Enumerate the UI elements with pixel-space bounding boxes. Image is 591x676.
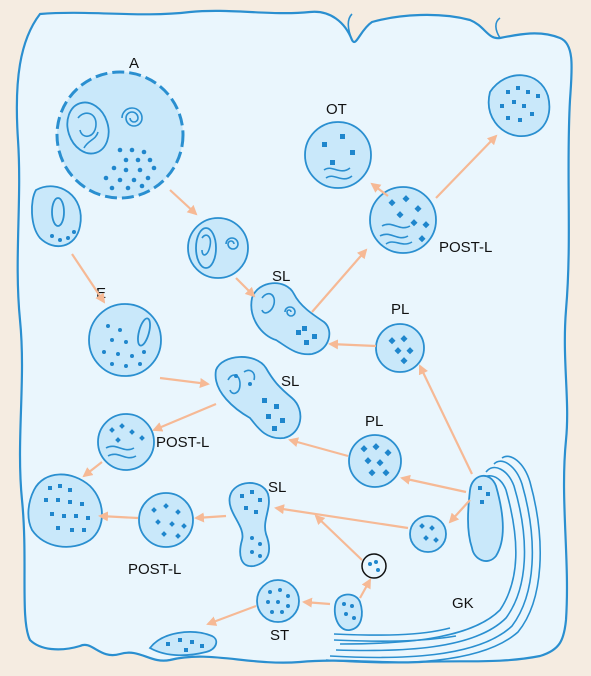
membrane-notch (496, 18, 500, 38)
label-OT: OT (326, 101, 347, 118)
vesicle-OT (305, 122, 371, 188)
vesicle-POST-L-top (370, 187, 436, 253)
membrane-pocket-top-right (489, 75, 550, 136)
label-SL-mid: SL (281, 373, 299, 390)
vesicle-PL-top (376, 324, 424, 372)
label-PL-mid: PL (365, 413, 383, 430)
vesicle-ST (257, 580, 299, 622)
vesicle-E (89, 304, 161, 376)
label-SL-top: SL (272, 268, 290, 285)
label-ST: ST (270, 627, 289, 644)
vesicle-gk-bud (335, 595, 362, 631)
vesicle-POST-L-bottom (139, 493, 193, 547)
autophagosome-mid (188, 218, 248, 278)
vesicle-small-right (410, 516, 446, 552)
label-A: A (129, 55, 139, 72)
label-POST-L-bottom: POST-L (128, 561, 181, 578)
vesicle-POST-L-left (98, 414, 154, 470)
vesicle-ringed (362, 554, 386, 578)
label-POST-L-left: POST-L (156, 434, 209, 451)
autophagosome-A (57, 72, 183, 198)
label-POST-L-top: POST-L (439, 239, 492, 256)
label-SL-bottom: SL (268, 479, 286, 496)
vesicle-PL-mid (349, 435, 401, 487)
label-GK: GK (452, 595, 474, 612)
label-PL-top: PL (391, 301, 409, 318)
